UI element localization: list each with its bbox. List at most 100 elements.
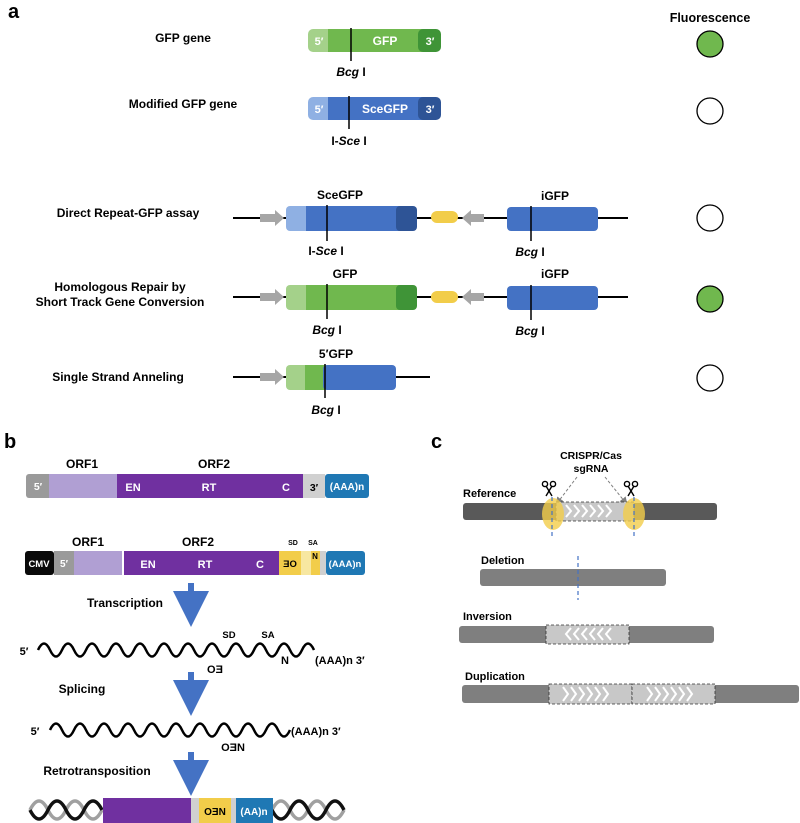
gray-gap	[320, 551, 326, 575]
modified-5utr	[308, 97, 333, 120]
step-retrotransposition: Retrotransposition	[43, 764, 150, 778]
panel-a-letter: a	[8, 1, 20, 23]
scegfp-5utr	[286, 206, 311, 231]
gfp-gene-3prime: 3′	[426, 36, 435, 48]
fluorescence-indicator-1	[696, 30, 724, 58]
orf1-label: ORF1	[72, 535, 104, 549]
insert-polya	[236, 798, 273, 823]
gfp-3utr	[396, 285, 417, 310]
orf2-label: ORF2	[182, 535, 214, 549]
insert-neo	[199, 798, 231, 823]
yellow-marker	[431, 291, 458, 303]
row-label-gfp-gene: GFP gene	[155, 31, 211, 45]
isce-site-label: I-Sce I	[331, 134, 366, 148]
insert-orf2	[103, 798, 191, 823]
scegfp-3utr	[396, 206, 417, 231]
bcg-site-label: Bcg I	[336, 65, 365, 79]
line1-element: ORF1 ORF2 5′ EN RT C 3′ (AAA)n	[26, 457, 369, 498]
cmv-label: CMV	[28, 559, 50, 570]
duplicated-segment-1	[548, 683, 633, 705]
sgrna-label-line2: sgRNA	[573, 463, 608, 475]
row-label-ssa: Single Strand Anneling	[52, 370, 184, 384]
scissors-icon	[541, 480, 557, 497]
gfp-5utr	[286, 285, 311, 310]
orf1-label: ORF1	[66, 457, 98, 471]
neo-split-label: ƎO	[283, 559, 297, 570]
rna-wave	[48, 722, 292, 738]
orf2-label: ORF2	[198, 457, 230, 471]
bcg-site-label-2: Bcg I	[515, 324, 544, 338]
rna-n-label: N	[281, 655, 289, 667]
rt-label: RT	[198, 559, 213, 571]
bcg-site-label: Bcg I	[311, 403, 340, 417]
gfp-gene-construct: 5′ GFP 3′ Bcg I	[308, 28, 441, 79]
utr5-label: 5′	[34, 481, 43, 493]
row-label-modified-gfp: Modified GFP gene	[129, 97, 238, 111]
forward-chevrons	[562, 686, 694, 702]
gray-arrow-left-icon	[462, 289, 484, 305]
rna-transcript: 5′ SD SA OƎ N (AAA)n 3′	[20, 630, 365, 676]
intron-segment	[301, 551, 311, 575]
polya-tail	[326, 551, 365, 575]
scegfp-name: SceGFP	[317, 188, 363, 202]
gray-arrow-icon	[260, 289, 284, 305]
rna-wave	[36, 642, 316, 658]
utr5	[54, 551, 74, 575]
neo-n-segment	[311, 551, 320, 575]
sgrna-pointer-left	[555, 476, 578, 506]
reference-label: Reference	[463, 488, 516, 500]
modified-3utr	[418, 97, 441, 120]
en-label: EN	[125, 482, 140, 494]
gray-arrow-left-icon	[462, 210, 484, 226]
polya-label: (AAA)n	[330, 482, 364, 493]
integrated-dna: OƎN (AA)n	[28, 798, 346, 823]
fluorescence-indicator-4	[696, 285, 724, 313]
duplication-track	[462, 683, 799, 705]
insert-gap	[191, 798, 199, 823]
inversion-track	[459, 624, 714, 645]
utr5	[26, 474, 52, 498]
gfp-gene-5prime: 5′	[315, 36, 324, 48]
rna-5prime: 5′	[20, 646, 29, 658]
c-label: C	[282, 482, 290, 494]
ssa-blue-body	[323, 365, 396, 390]
fluorescence-indicator-2	[696, 97, 724, 125]
utr5-label: 5′	[60, 559, 69, 570]
igfp-body	[507, 286, 598, 310]
modified-name: SceGFP	[362, 102, 408, 116]
modified-3prime: 3′	[426, 104, 435, 116]
orf1-segment	[49, 474, 117, 498]
neo-n-label: N	[312, 552, 318, 561]
modified-gfp-construct: 5′ SceGFP 3′ I-Sce I	[308, 96, 441, 148]
orf2-segment	[124, 551, 279, 575]
cmv-promoter	[25, 551, 54, 575]
deletion-track	[480, 556, 666, 600]
rna-neo-label: OƎN	[221, 742, 245, 754]
gfp-gene-3utr	[418, 29, 441, 52]
direct-repeat-construct: SceGFP I-Sce I iGFP Bcg I	[233, 188, 628, 259]
gfp-name: GFP	[333, 267, 358, 281]
gfp-gene-5utr	[308, 29, 333, 52]
rna-5prime: 5′	[31, 726, 40, 738]
row-label-homologous-line2: Short Track Gene Conversion	[36, 295, 205, 309]
insert-gap-2	[231, 798, 236, 823]
reverse-chevrons	[564, 627, 612, 641]
scissors-icon	[623, 480, 639, 497]
step-splicing: Splicing	[59, 682, 106, 696]
spliced-rna: 5′ OƎN (AAA)n 3′	[31, 722, 341, 754]
sgrna-pointer-right	[604, 476, 628, 506]
duplicated-segment-2	[631, 683, 716, 705]
utr3-label: 3′	[310, 482, 319, 494]
sd-label: SD	[288, 540, 298, 547]
bcg-site-label: Bcg I	[312, 323, 341, 337]
insert-neo-label: OƎN	[204, 807, 226, 818]
fluorescence-indicator-5	[696, 364, 724, 392]
rna-end-label: (AAA)n 3′	[315, 655, 365, 667]
orf1-segment	[74, 551, 122, 575]
bcg-site-label: Bcg I	[515, 245, 544, 259]
dna-strand-black-right	[270, 799, 346, 821]
inversion-label: Inversion	[463, 611, 512, 623]
c-label: C	[256, 559, 264, 571]
igfp-body	[507, 207, 598, 231]
deletion-label: Deletion	[481, 555, 525, 567]
